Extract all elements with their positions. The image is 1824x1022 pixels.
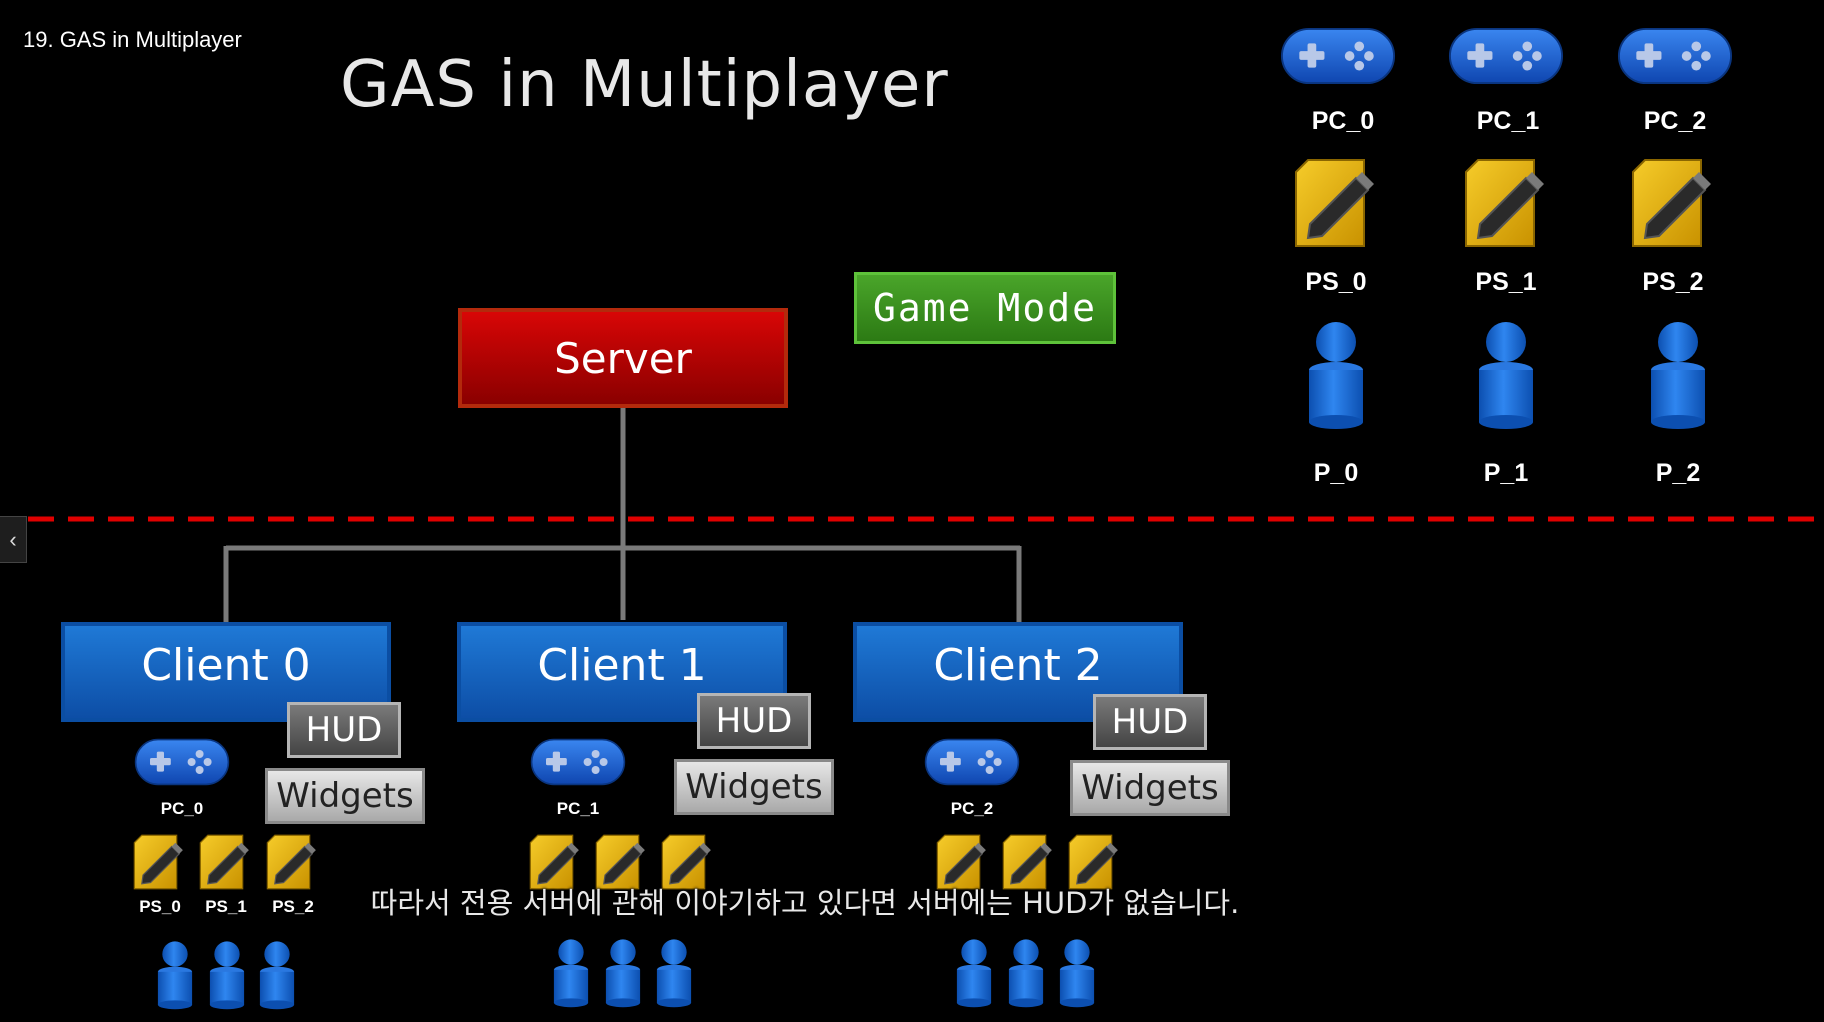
server-ps-label: PS_0 — [1305, 268, 1367, 296]
collapse-arrow-button[interactable]: ‹ — [0, 516, 27, 563]
pawn-icon — [604, 936, 642, 1010]
client-1-pc-label: PC_1 — [556, 799, 600, 818]
notepad-icon — [1464, 158, 1544, 248]
client-2-pc-label: PC_2 — [950, 799, 994, 818]
pawn-icon — [1648, 320, 1708, 430]
server-pc-label: PC_0 — [1311, 107, 1375, 135]
lecture-title: 19. GAS in Multiplayer — [23, 27, 242, 52]
gamepad-icon — [924, 735, 1020, 789]
gamepad-icon — [1448, 24, 1564, 88]
server-ps-label: PS_2 — [1642, 268, 1704, 296]
server-box: Server — [458, 308, 788, 408]
client-1-widgets-box: Widgets — [674, 759, 834, 815]
pawn-icon — [156, 940, 194, 1010]
client-2-hud-box: HUD — [1093, 694, 1207, 750]
gamepad-icon — [134, 735, 230, 789]
server-pc-label: PC_1 — [1476, 107, 1540, 135]
pawn-icon — [208, 940, 246, 1010]
pawn-icon — [258, 940, 296, 1010]
client-0-ps-label: PS_1 — [205, 897, 247, 916]
client-0-ps-label: PS_0 — [139, 897, 181, 916]
server-pawn-label: P_2 — [1655, 459, 1701, 487]
pawn-icon — [1058, 936, 1096, 1010]
pawn-icon — [1007, 936, 1045, 1010]
server-pawn-label: P_1 — [1483, 459, 1529, 487]
client-2-widgets-box: Widgets — [1070, 760, 1230, 816]
gamepad-icon — [530, 735, 626, 789]
notepad-icon — [1631, 158, 1711, 248]
server-pc-label: PC_2 — [1643, 107, 1707, 135]
gamepad-icon — [1617, 24, 1733, 88]
client-0-hud-box: HUD — [287, 702, 401, 758]
client-0-ps-label: PS_2 — [272, 897, 314, 916]
chevron-left-icon: ‹ — [9, 526, 17, 552]
video-subtitle: 따라서 전용 서버에 관해 이야기하고 있다면 서버에는 HUD가 없습니다. — [370, 886, 1240, 920]
client-0-widgets-box: Widgets — [265, 768, 425, 824]
slide-title: GAS in Multiplayer — [340, 48, 949, 122]
game-mode-box: Game Mode — [854, 272, 1116, 344]
pawn-icon — [655, 936, 693, 1010]
pawn-icon — [552, 936, 590, 1010]
pawn-icon — [1306, 320, 1366, 430]
gamepad-icon — [1280, 24, 1396, 88]
server-ps-label: PS_1 — [1475, 268, 1537, 296]
server-pawn-label: P_0 — [1313, 459, 1359, 487]
notepad-icon — [1294, 158, 1374, 248]
client-1-hud-box: HUD — [697, 693, 811, 749]
client-0-pc-label: PC_0 — [160, 799, 204, 818]
pawn-icon — [1476, 320, 1536, 430]
pawn-icon — [955, 936, 993, 1010]
